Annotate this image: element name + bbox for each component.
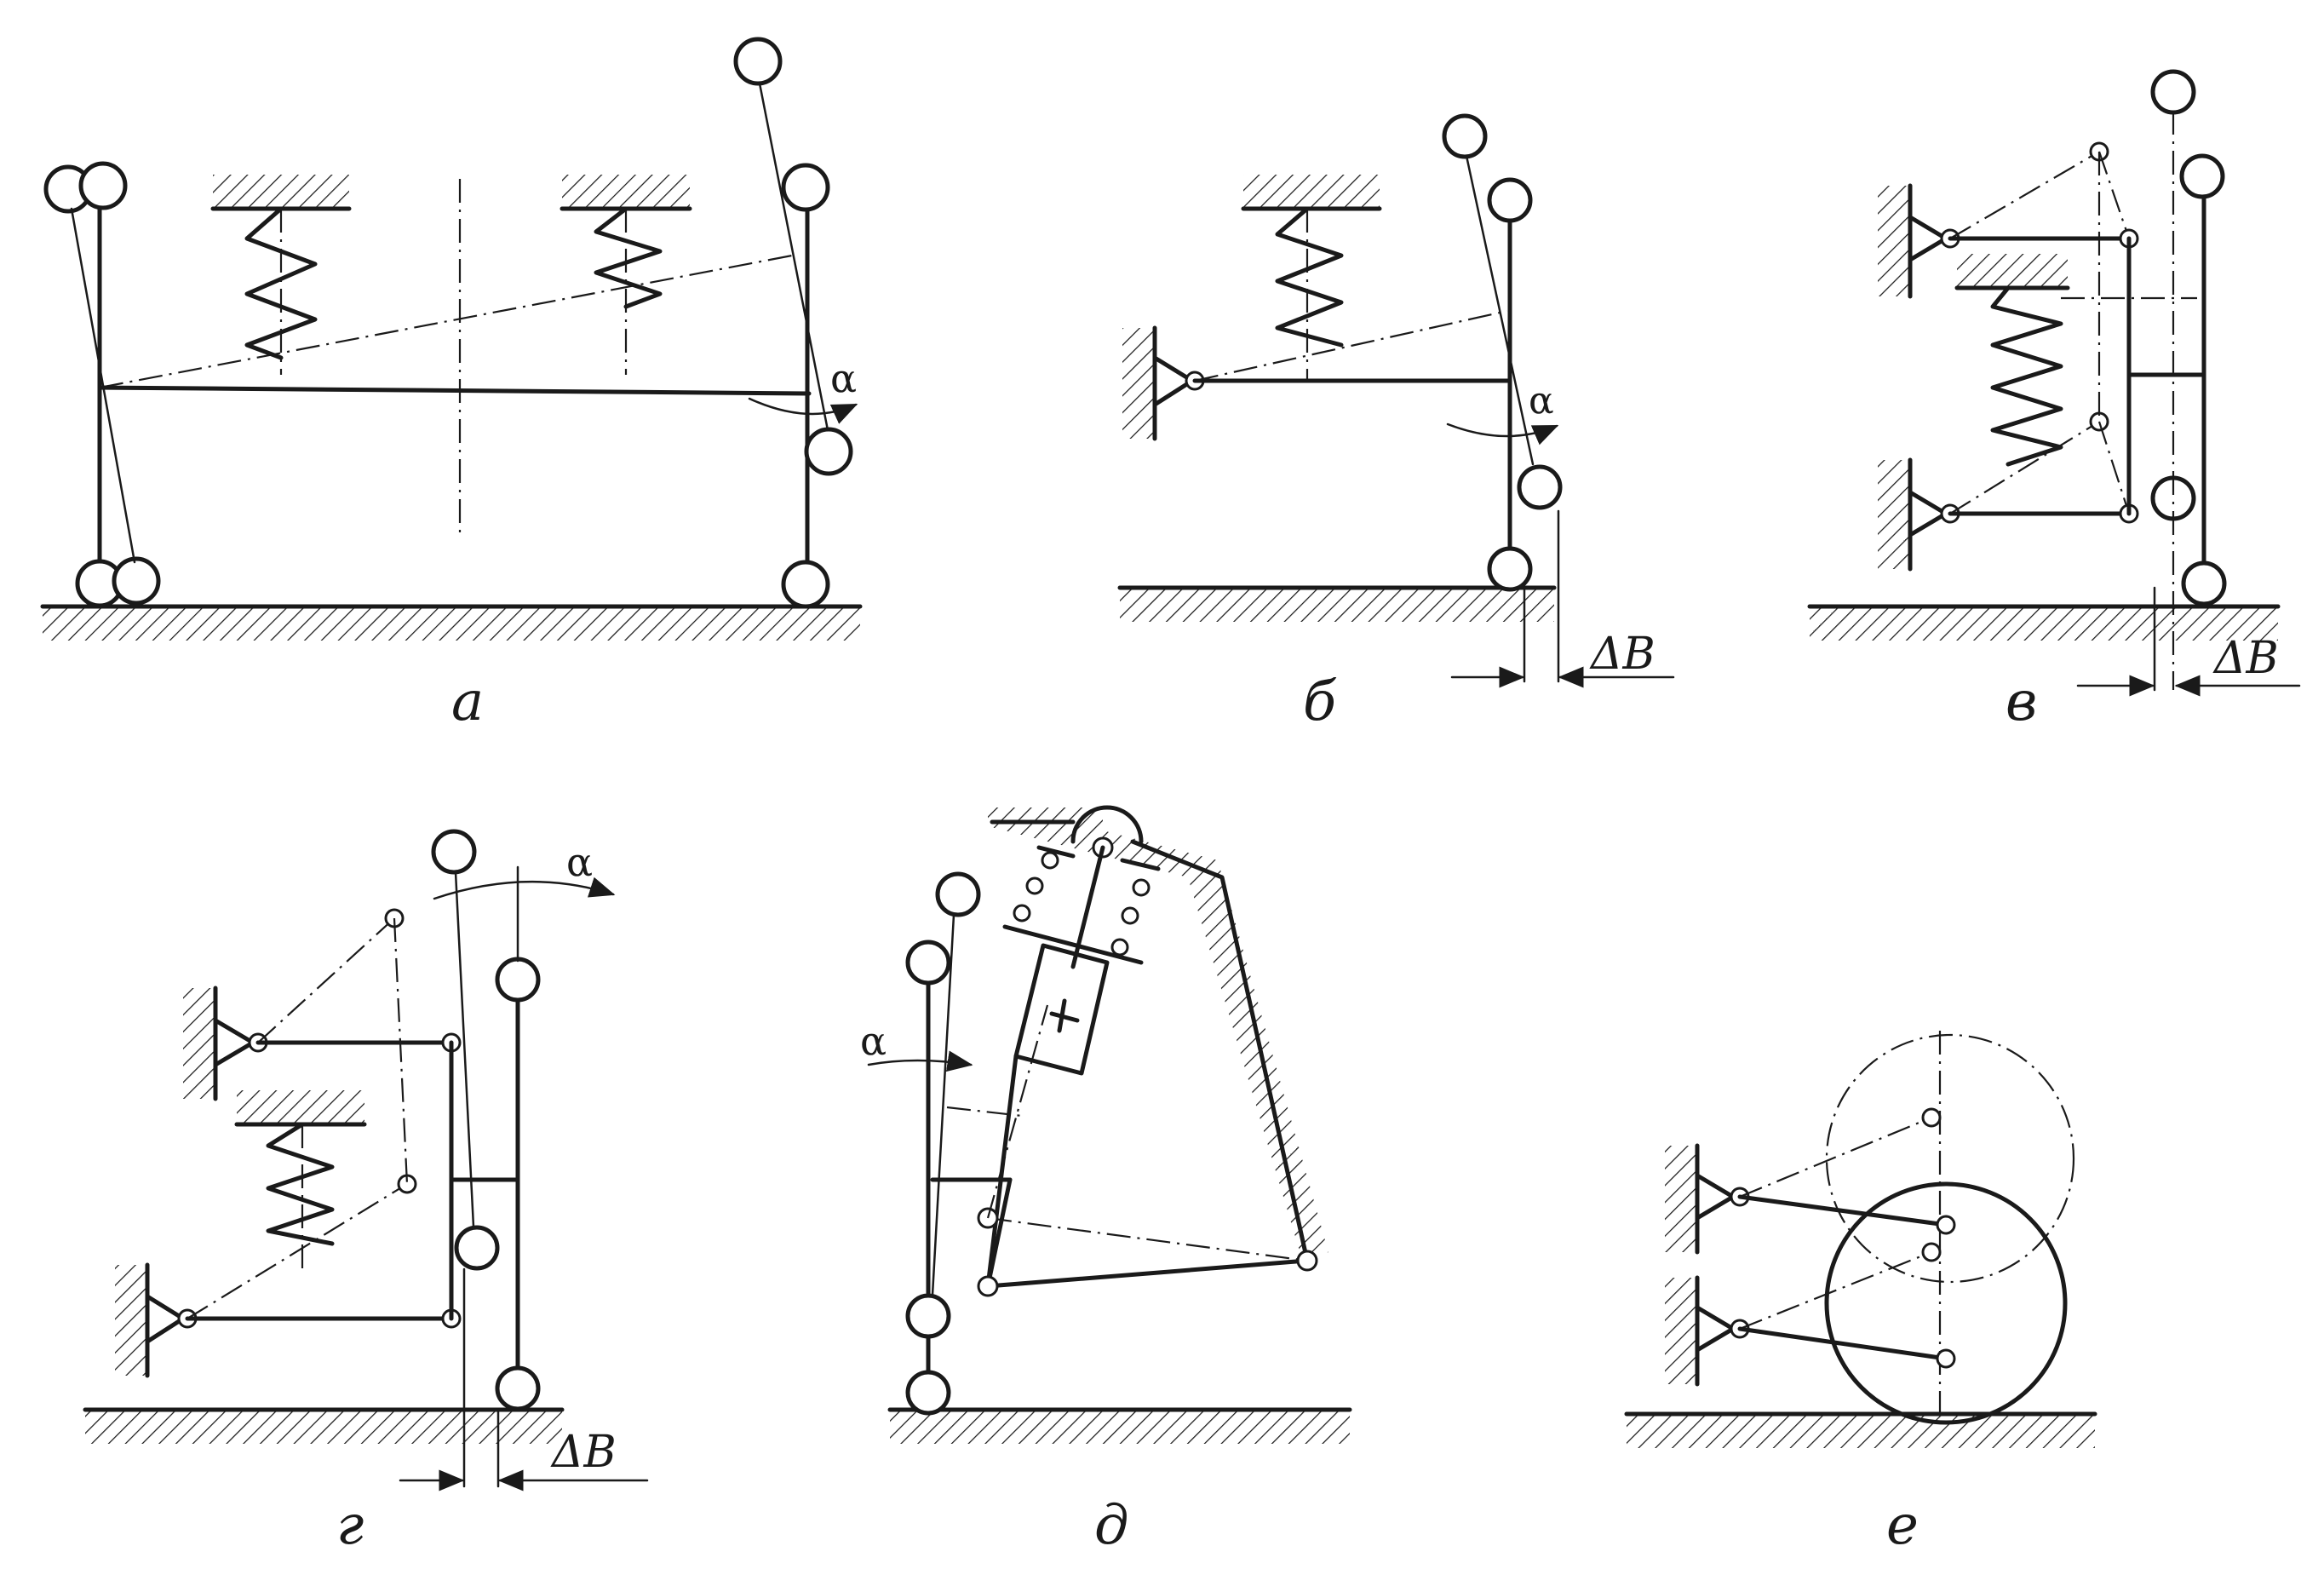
ground-hatch <box>1810 606 2278 641</box>
lower-frame-pivot <box>1878 457 1960 572</box>
displaced-wheel-outline <box>1825 1033 2075 1284</box>
wheel-lower-circle <box>905 1293 951 1339</box>
tilted-wheel-plane <box>931 913 955 1296</box>
wheel-bottom-circle <box>905 1370 951 1416</box>
angle-label: α <box>1529 379 1554 422</box>
body-hatch <box>988 807 1328 1262</box>
wheel-upper-circle <box>905 940 951 986</box>
ground-hatch <box>1627 1414 2095 1448</box>
angle-label: α <box>860 1018 887 1064</box>
ground-hatch <box>43 606 860 641</box>
wheel-bottom-circle <box>1487 546 1533 592</box>
panel-v: ΔB в <box>1807 69 2301 733</box>
frame-pivot <box>1122 325 1205 441</box>
lower-arm-displaced <box>1739 1250 1932 1330</box>
lower-arm <box>1737 1326 1948 1361</box>
right-wheel-tilted-plane <box>758 82 829 432</box>
rigid-axle <box>97 385 812 396</box>
panel-label-d: д <box>1094 1494 1129 1557</box>
upper-arm-displaced <box>1739 1116 1932 1198</box>
axle-displaced <box>99 254 793 389</box>
right-wheel-top-circle <box>781 163 830 212</box>
left-spring <box>210 175 352 375</box>
left-wheel-top-circle <box>78 161 128 210</box>
upper-arm-displaced <box>1949 151 2100 239</box>
angle-label: α <box>566 839 593 885</box>
left-wheel-bottom-circle <box>112 556 161 606</box>
camber-angle-arc <box>748 397 858 424</box>
panel-label-a: а <box>451 670 484 733</box>
camber-angle-arc <box>433 876 616 900</box>
wheel <box>1824 1181 2068 1425</box>
upper-frame-pivot <box>183 986 268 1101</box>
angle-label: α <box>830 355 857 401</box>
upper-arm-displaced <box>257 917 395 1043</box>
tilted-wheel-plane <box>454 871 475 1228</box>
wheel-top-circle <box>1487 177 1533 223</box>
upper-arm <box>1737 1194 1948 1227</box>
lower-arm-displaced <box>987 1216 1308 1262</box>
upper-frame-pivot <box>1665 1143 1750 1255</box>
spring <box>1241 175 1382 379</box>
delta-b-label: ΔB <box>2212 633 2279 684</box>
tilted-wheel-bottom-circle <box>454 1225 500 1271</box>
panel-label-g: г <box>336 1494 364 1557</box>
wheel-bottom-circle <box>495 1365 541 1411</box>
swing-arm-displaced <box>1194 309 1508 382</box>
camber-angle-arc <box>867 1050 973 1072</box>
ground-hatch <box>890 1410 1350 1444</box>
tilted-wheel-plane <box>1465 154 1535 466</box>
strut-top-mount <box>1070 805 1144 844</box>
panel-e: е <box>1624 1031 2097 1557</box>
tilted-wheel-bottom-circle <box>1517 464 1563 510</box>
panel-d: α д <box>860 805 1352 1557</box>
panel-b: α ΔB б <box>1117 113 1675 733</box>
right-spring <box>559 175 692 375</box>
right-wheel-tilted-bottom-circle <box>804 427 853 476</box>
strut-cylinder <box>1013 943 1110 1076</box>
right-wheel-bottom-circle <box>781 560 830 609</box>
panel-g: α ΔB г <box>83 829 649 1557</box>
wheel-top-circle <box>495 957 541 1003</box>
delta-b-label: ΔB <box>1589 629 1655 680</box>
spring <box>234 1090 367 1269</box>
panel-a: α а <box>40 37 863 733</box>
lower-arm <box>985 1258 1310 1289</box>
tilted-wheel-top-circle <box>431 829 477 875</box>
panel-label-v: в <box>2006 670 2037 733</box>
lower-arm-displaced <box>1949 421 2100 514</box>
tilted-wheel-top-circle <box>1442 113 1488 159</box>
coil-spring-section <box>1013 845 1161 957</box>
spring-seat <box>1002 924 1144 965</box>
displaced-wheel-top-circle <box>2150 69 2196 115</box>
wheel-top-circle <box>2179 153 2225 199</box>
lower-frame-pivot <box>115 1262 198 1378</box>
spring <box>1954 254 2070 467</box>
panel-label-e: е <box>1886 1494 1919 1557</box>
wheel-top-circle <box>935 871 981 917</box>
upper-frame-pivot <box>1878 183 1960 299</box>
wheel-bottom-circle <box>2181 560 2227 606</box>
panel-label-b: б <box>1303 670 1337 733</box>
right-wheel-tilted-top-circle <box>733 37 783 86</box>
camber-angle-arc <box>1446 422 1559 445</box>
delta-b-label: ΔB <box>550 1427 617 1478</box>
ground-hatch <box>1120 588 1554 622</box>
ground-hatch <box>85 1410 562 1444</box>
lower-frame-pivot <box>1665 1275 1750 1387</box>
left-wheel-tilted-plane <box>70 207 136 564</box>
lower-arm-displaced <box>186 1183 408 1319</box>
